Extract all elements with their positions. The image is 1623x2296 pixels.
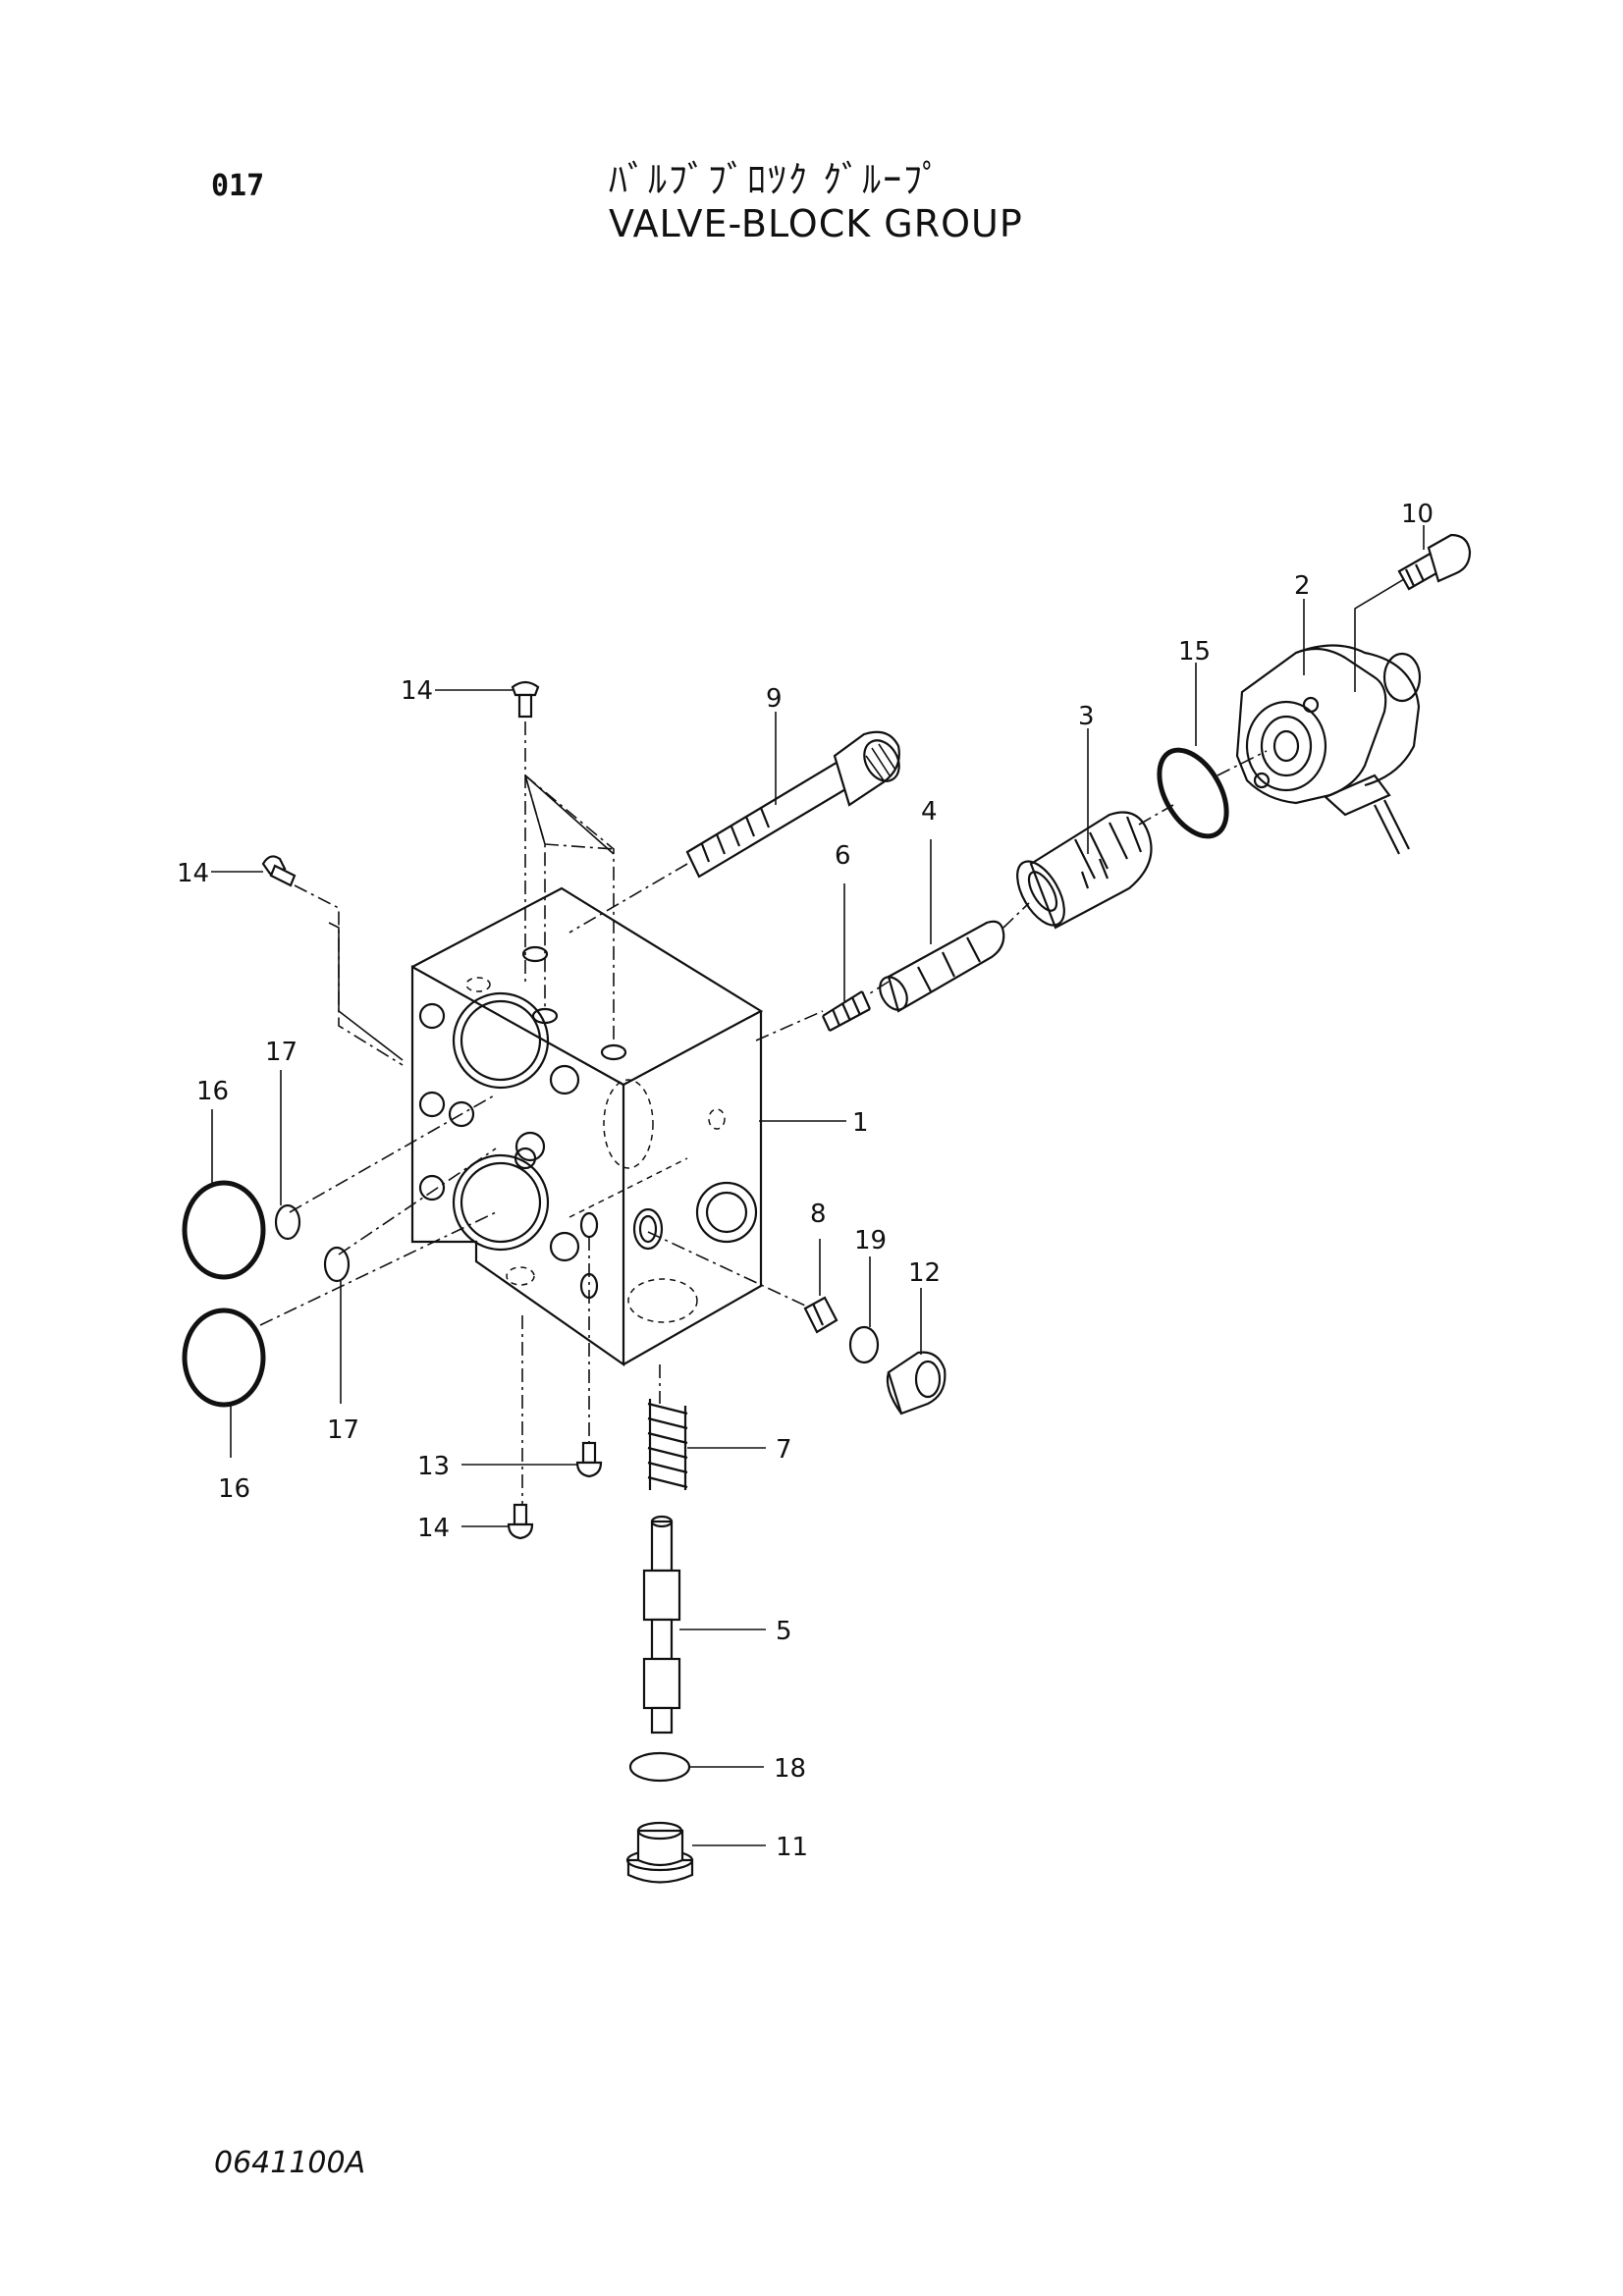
title-english: VALVE-BLOCK GROUP: [609, 202, 1023, 245]
callout-16-lower: 16: [218, 1474, 250, 1504]
callout-17-lower: 17: [327, 1415, 359, 1445]
socket-bolt: [685, 730, 900, 879]
callout-8: 8: [810, 1200, 827, 1229]
o-ring-15: [1157, 747, 1229, 839]
screw-14-top: [511, 680, 540, 719]
callout-14-left: 14: [177, 859, 209, 888]
piston-5: [642, 1515, 681, 1735]
title-japanese: ﾊﾞﾙﾌﾞﾌﾞﾛﾂｸ ｸﾞﾙｰﾌﾟ: [609, 158, 944, 201]
drawing-code: 0641100A: [214, 2146, 366, 2180]
o-ring-17-lower: [323, 1246, 351, 1283]
callout-11: 11: [776, 1833, 808, 1862]
callout-2: 2: [1294, 571, 1311, 601]
screw-13: [575, 1441, 603, 1478]
small-spring: [822, 990, 872, 1032]
callout-19: 19: [854, 1226, 887, 1255]
callout-12: 12: [908, 1258, 941, 1288]
callout-3: 3: [1078, 702, 1095, 731]
solenoid-valve: [1235, 644, 1422, 855]
callout-15: 15: [1178, 637, 1211, 667]
assembly-centerlines: [259, 578, 1405, 1505]
screw-10: [1397, 533, 1472, 591]
plug-8: [803, 1296, 839, 1334]
o-ring-16-lower: [182, 1308, 266, 1408]
leader-lines: [211, 525, 1425, 1846]
callout-7: 7: [776, 1435, 792, 1465]
spool-sleeve: [1016, 811, 1153, 930]
callout-9: 9: [766, 684, 783, 714]
callout-14-top: 14: [401, 676, 433, 706]
callout-1: 1: [852, 1108, 869, 1138]
callout-13: 13: [417, 1452, 450, 1481]
valve-block-body: [410, 886, 764, 1367]
spool: [879, 920, 1005, 1013]
plug-12: [886, 1351, 947, 1415]
callout-17-upper: 17: [265, 1038, 298, 1067]
screw-14-bottom: [507, 1503, 534, 1540]
callout-16-upper: 16: [196, 1077, 229, 1106]
o-ring-17-upper: [274, 1203, 301, 1241]
callout-18: 18: [774, 1754, 806, 1784]
screw-14-left: [261, 855, 297, 887]
callout-5: 5: [776, 1617, 792, 1646]
callout-6: 6: [835, 841, 851, 871]
o-ring-18: [628, 1751, 691, 1783]
callout-4: 4: [921, 797, 938, 827]
callout-10: 10: [1401, 500, 1434, 529]
callout-labels: 1 2 3 4 5 6 7 8 9 10 11 12 13 14 14 14 1…: [177, 500, 1434, 1862]
o-ring-16-upper: [182, 1180, 266, 1280]
page-number: 017: [211, 169, 265, 203]
o-ring-19: [848, 1325, 880, 1364]
main-spring: [647, 1399, 688, 1490]
callout-14-bottom: 14: [417, 1514, 450, 1543]
plug-11: [625, 1821, 694, 1884]
